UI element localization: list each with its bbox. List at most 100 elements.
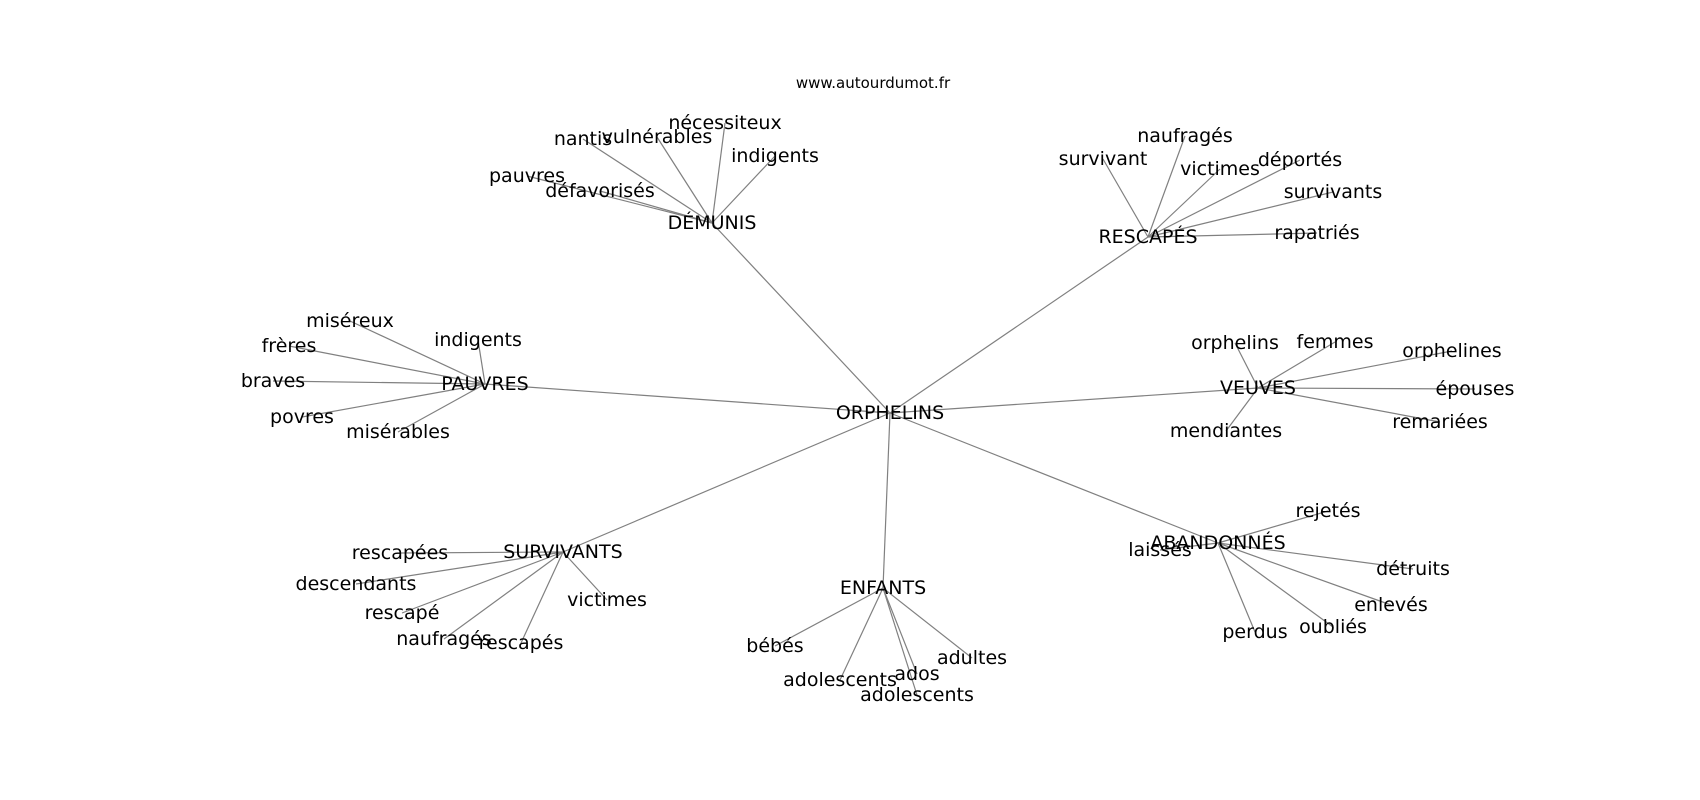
- word-node-veuves[interactable]: femmes: [1297, 331, 1374, 353]
- edge-pauvres-2: [477, 339, 486, 385]
- edge-enfants-2: [882, 587, 918, 675]
- edge-enfants-3: [882, 587, 918, 696]
- edge-enfants-1: [839, 587, 884, 681]
- word-node-demunis[interactable]: pauvres: [489, 165, 565, 187]
- edge-demunis-2: [711, 122, 726, 224]
- hub-node-demunis[interactable]: DÉMUNIS: [668, 211, 757, 234]
- edge-center-enfants: [882, 412, 891, 589]
- edge-abandonnes-4: [1217, 542, 1334, 628]
- word-node-rescapes[interactable]: rapatriés: [1274, 222, 1359, 244]
- word-node-survivants[interactable]: victimes: [567, 589, 647, 611]
- edge-abandonnes-3: [1217, 542, 1392, 606]
- edge-veuves-1: [1257, 341, 1336, 389]
- edge-center-pauvres: [484, 383, 891, 414]
- edge-survivants-4: [520, 551, 564, 644]
- word-node-abandonnes[interactable]: enlevés: [1354, 594, 1428, 616]
- word-node-veuves[interactable]: orphelines: [1402, 340, 1501, 362]
- edge-survivants-3: [443, 551, 564, 640]
- word-node-abandonnes[interactable]: détruits: [1376, 558, 1450, 580]
- edge-abandonnes-5: [1217, 542, 1256, 633]
- word-node-veuves[interactable]: mendiantes: [1170, 420, 1282, 442]
- word-node-abandonnes[interactable]: rejetés: [1295, 500, 1360, 522]
- word-node-abandonnes[interactable]: laissés: [1128, 539, 1192, 561]
- edge-rescapes-2: [1147, 168, 1221, 238]
- word-node-demunis[interactable]: nantis: [554, 128, 612, 150]
- word-node-rescapes[interactable]: survivant: [1059, 148, 1148, 170]
- word-node-survivants[interactable]: rescapées: [352, 542, 448, 564]
- word-node-pauvres[interactable]: misérables: [346, 421, 450, 443]
- edge-center-survivants: [562, 412, 891, 553]
- edge-rescapes-1: [1102, 158, 1149, 238]
- edge-center-veuves: [889, 387, 1259, 414]
- word-node-rescapes[interactable]: survivants: [1284, 181, 1383, 203]
- word-node-enfants[interactable]: adolescents: [860, 684, 974, 706]
- word-node-demunis[interactable]: nécessiteux: [668, 112, 781, 134]
- word-node-demunis[interactable]: vulnérables: [602, 126, 713, 148]
- edge-veuves-0: [1234, 342, 1259, 389]
- hub-node-abandonnes[interactable]: ABANDONNÉS: [1150, 531, 1285, 554]
- word-node-abandonnes[interactable]: perdus: [1222, 621, 1287, 643]
- word-node-veuves[interactable]: orphelins: [1191, 332, 1279, 354]
- edge-center-rescapes: [889, 236, 1149, 414]
- word-node-enfants[interactable]: adultes: [937, 647, 1007, 669]
- word-node-pauvres[interactable]: povres: [270, 406, 334, 428]
- hub-node-veuves[interactable]: VEUVES: [1220, 377, 1296, 399]
- edge-survivants-0: [399, 551, 564, 554]
- word-node-survivants[interactable]: naufragés: [396, 628, 492, 650]
- center-word[interactable]: ORPHELINS: [836, 402, 944, 424]
- site-url: www.autourdumot.fr: [796, 74, 951, 92]
- edge-pauvres-4: [301, 383, 486, 418]
- word-node-enfants[interactable]: adolescents: [783, 669, 897, 691]
- hub-node-enfants[interactable]: ENFANTS: [840, 577, 926, 599]
- edge-abandonnes-0: [1159, 542, 1219, 551]
- edge-veuves-3: [1257, 387, 1476, 390]
- word-node-demunis[interactable]: indigents: [731, 145, 819, 167]
- edge-veuves-4: [1257, 387, 1441, 423]
- edge-enfants-4: [882, 587, 973, 659]
- edge-rescapes-3: [1147, 159, 1301, 238]
- word-node-rescapes[interactable]: déportés: [1258, 149, 1342, 171]
- word-node-enfants[interactable]: ados: [894, 663, 939, 685]
- word-node-rescapes[interactable]: victimes: [1180, 158, 1260, 180]
- edge-veuves-5: [1225, 387, 1259, 432]
- word-node-survivants[interactable]: rescapé: [365, 602, 440, 624]
- edge-rescapes-5: [1147, 232, 1318, 238]
- edge-rescapes-0: [1147, 135, 1186, 238]
- word-node-survivants[interactable]: descendants: [296, 573, 417, 595]
- hub-node-survivants[interactable]: SURVIVANTS: [503, 541, 622, 563]
- word-node-survivants[interactable]: rescapés: [479, 632, 564, 654]
- word-node-pauvres[interactable]: frères: [262, 335, 317, 357]
- edge-survivants-5: [562, 551, 608, 601]
- edge-demunis-1: [656, 136, 713, 224]
- edge-center-demunis: [711, 222, 891, 414]
- edge-demunis-4: [526, 175, 713, 224]
- word-node-pauvres[interactable]: miséreux: [306, 310, 394, 332]
- word-node-veuves[interactable]: épouses: [1436, 378, 1515, 400]
- edge-abandonnes-2: [1217, 542, 1414, 570]
- hub-node-rescapes[interactable]: RESCAPÉS: [1098, 225, 1197, 248]
- edge-abandonnes-1: [1217, 510, 1329, 544]
- edge-demunis-3: [711, 155, 776, 224]
- edge-pauvres-3: [272, 380, 486, 385]
- word-node-pauvres[interactable]: indigents: [434, 329, 522, 351]
- edge-survivants-2: [401, 551, 564, 614]
- hub-node-pauvres[interactable]: PAUVRES: [441, 373, 528, 395]
- edge-enfants-0: [774, 587, 884, 647]
- edge-veuves-2: [1257, 350, 1453, 389]
- edge-survivants-1: [355, 551, 564, 585]
- graph-edges: [272, 122, 1476, 696]
- word-node-demunis[interactable]: défavorisés: [545, 180, 655, 202]
- word-node-pauvres[interactable]: braves: [241, 370, 305, 392]
- word-node-enfants[interactable]: bébés: [746, 635, 803, 657]
- word-node-rescapes[interactable]: naufragés: [1137, 125, 1233, 147]
- edge-rescapes-4: [1147, 191, 1334, 238]
- edge-center-abandonnes: [889, 412, 1219, 544]
- edge-pauvres-1: [288, 345, 486, 385]
- word-node-veuves[interactable]: remariées: [1392, 411, 1488, 433]
- word-node-abandonnes[interactable]: oubliés: [1299, 616, 1367, 638]
- edge-demunis-0: [582, 138, 713, 224]
- edge-pauvres-5: [397, 383, 486, 433]
- edge-pauvres-0: [349, 320, 486, 385]
